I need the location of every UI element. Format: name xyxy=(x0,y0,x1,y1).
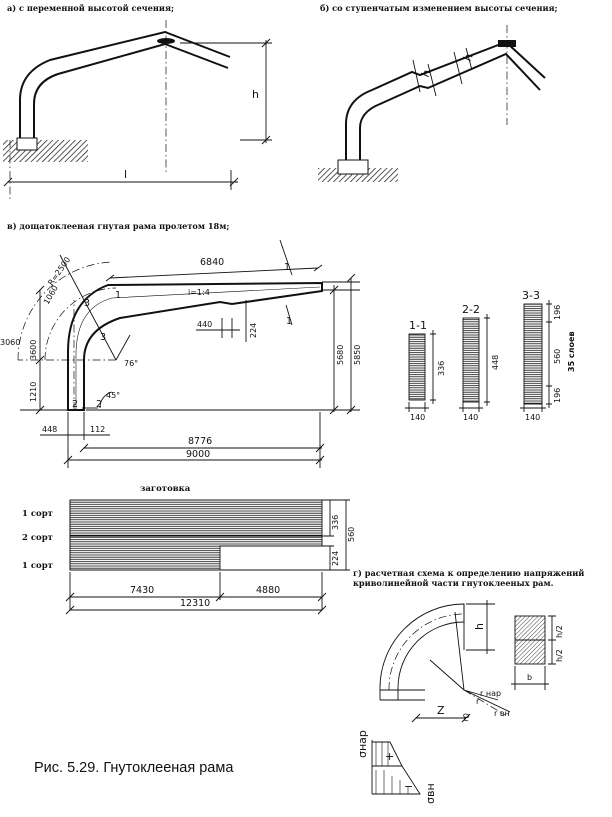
section-width: 140 xyxy=(410,413,425,422)
section-height: 448 xyxy=(491,355,500,370)
grade-mid: 2 сорт xyxy=(22,533,53,543)
cut-label-2-left: 2 xyxy=(72,399,78,410)
cut-label-1-bot: 1 xyxy=(286,316,292,327)
caption-a: а) с переменной высотой сечения; xyxy=(7,3,174,13)
ground-hatch xyxy=(3,140,88,162)
section-bottom: 196 xyxy=(553,388,562,403)
blank: заготовка 1 сорт 2 сорт 1 сорт 336 560 2… xyxy=(22,484,356,615)
dim-5850: 5850 xyxy=(353,345,362,365)
slope-label: i=1:4 xyxy=(188,288,210,297)
caption-g-line2: криволинейной части гнутоклееных рам. xyxy=(353,578,554,588)
dim-224: 224 xyxy=(249,323,258,338)
scheme-h-half-2: h/2 xyxy=(555,649,564,662)
cut-label-1-mid: 1 xyxy=(115,290,121,301)
dim-1210: 1210 xyxy=(29,382,38,402)
section-height: 336 xyxy=(437,361,446,376)
dim-1060: 1060 xyxy=(42,284,60,306)
dim-3060: 3060 xyxy=(0,338,20,347)
section-title: 1-1 xyxy=(409,319,427,332)
scheme-h: h xyxy=(473,623,486,630)
caption-v: в) дощатоклееная гнутая рама пролетом 18… xyxy=(7,221,229,231)
section-height: 560 xyxy=(553,349,562,364)
section-title: 3-3 xyxy=(522,289,540,302)
dim-9000: 9000 xyxy=(186,449,210,460)
blank-title: заготовка xyxy=(140,484,191,494)
section-1-1: 1-1 336 140 xyxy=(405,319,446,422)
dim-448: 448 xyxy=(42,425,57,434)
scheme-sigma-nar: σнар xyxy=(356,730,369,758)
angle-76: 76° xyxy=(124,359,138,368)
cut-label-3-bot: 3 xyxy=(100,332,106,343)
dim-5680: 5680 xyxy=(336,345,345,365)
angle-45: 45° xyxy=(106,391,120,400)
layers-note: 35 слоев xyxy=(567,331,576,372)
dim-4880: 4880 xyxy=(256,585,280,596)
dim-440: 440 xyxy=(197,320,212,329)
dim-12310: 12310 xyxy=(180,598,210,609)
section-top: 196 xyxy=(553,305,562,320)
frame-v: 1 1 3 3 2 2 1 R=2500 6840 i=1:4 440 224 … xyxy=(0,239,362,468)
section-2-2: 2-2 448 140 xyxy=(459,303,500,422)
scheme-sigma-vn: σвн xyxy=(424,783,437,804)
dim-560: 560 xyxy=(347,527,356,542)
scheme-h-half-1: h/2 xyxy=(555,625,564,638)
foundation-block xyxy=(16,137,38,151)
cut-label-2-right: 2 xyxy=(96,399,102,410)
frame-a: h l xyxy=(3,20,272,200)
grade-top: 1 сорт xyxy=(22,509,53,519)
scheme-minus: − xyxy=(404,780,413,793)
cut-label-1-top: 1 xyxy=(284,262,290,273)
section-3-3: 3-3 196 560 196 35 слоев 140 xyxy=(520,289,576,422)
scheme-r0: r0 xyxy=(461,713,471,723)
dim-8776: 8776 xyxy=(188,436,212,447)
scheme-b: b xyxy=(527,673,532,682)
scheme-r-vn: r вн xyxy=(494,709,510,718)
scheme-z: Z xyxy=(437,704,445,717)
section-title: 2-2 xyxy=(462,303,480,316)
figure-caption: Рис. 5.29. Гнутоклееная рама xyxy=(34,760,234,776)
dim-b-h2: h xyxy=(461,51,476,63)
dim-b-h1: h xyxy=(419,67,434,79)
dim-a-l: l xyxy=(124,168,127,181)
caption-b: б) со ступенчатым изменением высоты сече… xyxy=(320,3,558,13)
dim-6840: 6840 xyxy=(200,257,224,268)
dim-3600: 3600 xyxy=(29,340,38,360)
dim-224: 224 xyxy=(331,551,340,566)
scheme-r-nar: r нар xyxy=(480,689,501,698)
section-width: 140 xyxy=(463,413,478,422)
cut-label-3-top: 3 xyxy=(84,298,90,309)
scheme-r: r xyxy=(476,697,480,706)
section-width: 140 xyxy=(525,413,540,422)
scheme-g: Z h r нар r r вн r0 h/2 h/2 b + − σнар σ… xyxy=(356,600,564,804)
foundation-block xyxy=(337,159,369,175)
frame-b: h h xyxy=(318,25,546,182)
caption-g-line1: г) расчетная схема к определению напряже… xyxy=(353,568,584,578)
dim-7430: 7430 xyxy=(130,585,154,596)
dim-a-h: h xyxy=(252,88,259,101)
scheme-plus: + xyxy=(385,750,394,763)
grade-bot: 1 сорт xyxy=(22,561,53,571)
dim-112: 112 xyxy=(90,425,105,434)
dim-336: 336 xyxy=(331,515,340,530)
